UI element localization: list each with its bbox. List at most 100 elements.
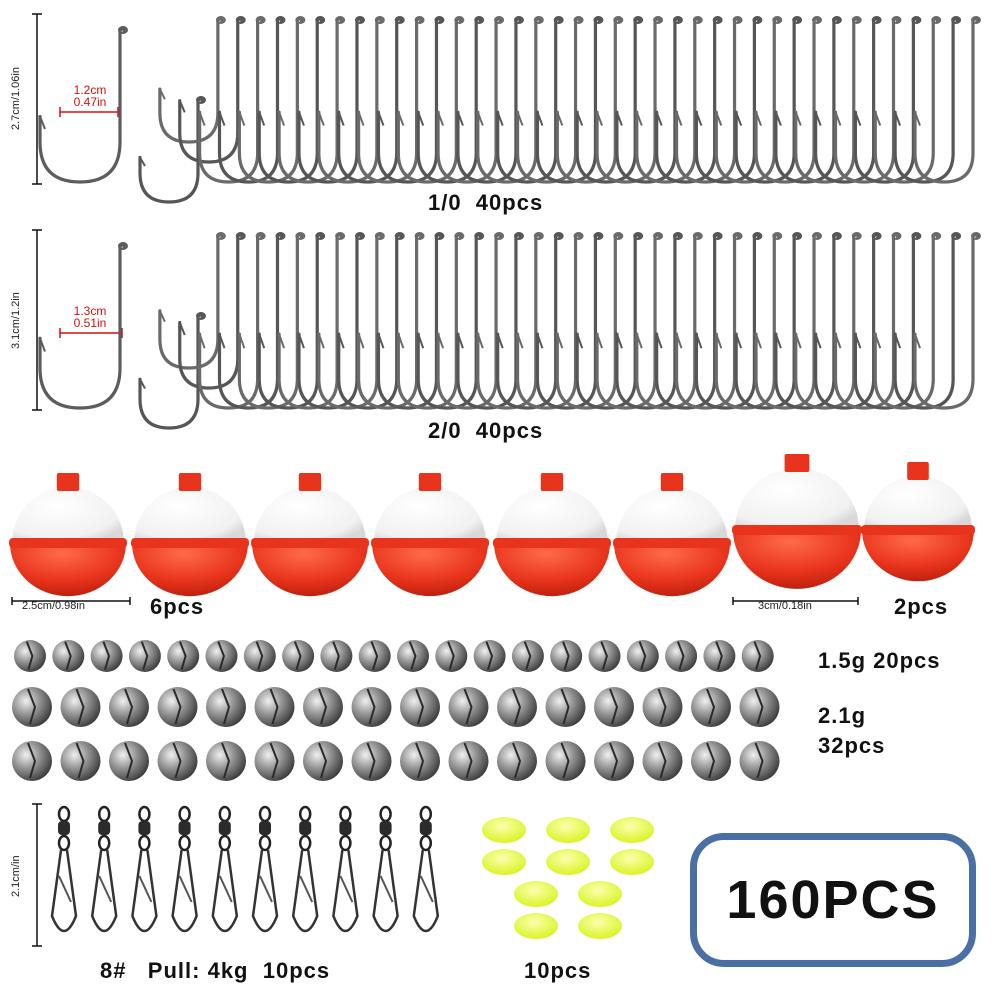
hooks-1-0-row-hook — [853, 16, 920, 184]
hook-1-0-gap-cm: 1.2cm — [73, 83, 107, 97]
float-large-size-label: 3cm/0.18in — [758, 600, 812, 612]
hook-2-0-height-dim — [32, 229, 42, 411]
sinker-small — [435, 640, 468, 672]
sinker-small — [665, 640, 698, 672]
hooks-1-0-row-hook — [257, 16, 324, 184]
swivel-height-dim — [32, 803, 42, 947]
hooks-1-0-row-hook — [277, 16, 344, 184]
swivel-label: 8# Pull: 4kg 10pcs — [100, 958, 331, 983]
float-small — [371, 473, 489, 597]
sinker-large — [691, 741, 731, 781]
hooks-2-0-row-hook — [595, 232, 662, 410]
hooks-1-0-row-hook — [734, 16, 801, 184]
sinker-large — [157, 741, 198, 781]
hooks-2-0-row-hook — [376, 232, 443, 410]
sinker-large — [109, 741, 149, 781]
hook-2-0-gap-cm: 1.3cm — [73, 304, 107, 318]
hook-2-0-height-label: 3.1cm/1.2in — [10, 292, 22, 350]
hooks-1-0-row-hook — [814, 16, 880, 184]
sinker-large — [303, 741, 343, 781]
sinker-large — [254, 741, 295, 781]
hooks-2-0-row-hook — [535, 232, 602, 410]
hooks-1-0-row-hook — [674, 16, 741, 184]
hook-2-0-gap-dim — [59, 328, 123, 338]
hooks-2-0-row-hook — [456, 232, 523, 410]
sinker-large — [351, 741, 392, 781]
hooks-2-0-row-hook — [396, 232, 463, 410]
sinker-small — [128, 640, 161, 672]
hooks-2-0-row-hook — [893, 232, 960, 410]
sinker-large — [545, 741, 586, 781]
float-large — [861, 462, 975, 582]
sinker-large — [109, 687, 149, 727]
hooks-1-0-row-hook — [794, 16, 860, 184]
float-large-size-dim — [732, 597, 859, 605]
hooks-1-0-row — [38, 16, 981, 204]
hooks-2-0-row-hook — [496, 232, 562, 410]
hooks-2-0-row-hook — [575, 232, 642, 410]
total-count-text: 160PCS — [726, 870, 940, 930]
hooks-2-0-row-hook — [615, 232, 682, 410]
hooks-2-0-row-hook — [158, 232, 224, 370]
hooks-2-0-row-hook — [356, 232, 423, 410]
hook-1-0-gap-in: 0.47in — [73, 95, 107, 109]
hooks-2-0-row-hook — [635, 232, 701, 410]
swivel — [131, 805, 158, 933]
hooks-2-0-row-hook — [794, 232, 860, 410]
swivel — [50, 805, 78, 933]
hook-1-0-height-dim — [32, 13, 42, 185]
hooks-1-0-row-hook — [913, 16, 980, 184]
glow-bead — [610, 817, 654, 843]
swivel — [412, 805, 440, 933]
glow-bead — [482, 817, 526, 843]
sinker-small-label: 1.5g 20pcs — [818, 648, 941, 673]
swivel — [251, 805, 279, 933]
sinker-small — [626, 640, 659, 672]
total-count-badge: 160PCS — [690, 833, 976, 967]
sinker-large — [691, 687, 731, 727]
float-small — [251, 473, 369, 597]
hooks-1-0-row-hook — [158, 16, 224, 144]
hooks-1-0-row-hook — [337, 16, 403, 184]
glow-bead — [546, 849, 590, 875]
hooks-2-0-row-hook — [853, 232, 920, 410]
sinker-small — [320, 640, 353, 672]
hooks-1-0-row-hook — [873, 16, 940, 184]
hook-2-0-gap-in: 0.51in — [73, 316, 107, 330]
hooks-1-0-row-hook — [714, 16, 781, 184]
sinker-large — [739, 741, 780, 781]
hooks-2-0-row-hook — [198, 232, 264, 410]
sinker-large — [642, 687, 683, 727]
hooks-2-0-row-hook — [178, 232, 244, 390]
hooks-2-0-row-hook — [476, 232, 542, 410]
float-large — [732, 454, 862, 589]
hooks-2-0-row-hook — [655, 232, 721, 410]
hooks-1-0-row-hook — [694, 16, 761, 184]
hook-2-0-label: 2/0 40pcs — [428, 418, 544, 443]
sinker-large-label-count: 32pcs — [818, 733, 886, 758]
sinker-large — [594, 687, 634, 727]
sinker-large — [400, 741, 440, 781]
hooks-2-0-row-hook — [217, 232, 284, 410]
sinker-small — [167, 640, 200, 672]
hooks-2-0-row-hook — [555, 232, 622, 410]
sinker-large — [642, 741, 683, 781]
hooks-2-0-row-hook — [873, 232, 940, 410]
hooks-1-0-row-hook — [774, 16, 840, 184]
float-small-size-label: 2.5cm/0.98in — [22, 600, 85, 612]
hooks-2-0-row-reference-hook — [38, 242, 127, 410]
hook-1-0-label: 1/0 40pcs — [428, 190, 544, 215]
hooks-2-0-row — [38, 232, 981, 430]
sinker-large — [400, 687, 440, 727]
hooks-2-0-row-hook — [257, 232, 324, 410]
hooks-1-0-row-hook — [416, 16, 483, 184]
hooks-1-0-row-hook — [138, 96, 205, 204]
hook-1-0-gap-dim — [59, 107, 119, 117]
hooks-1-0-row-hook — [376, 16, 443, 184]
hooks-1-0-row-hook — [893, 16, 960, 184]
sinker-large — [157, 687, 198, 727]
sinker-small — [588, 640, 621, 672]
hooks-1-0-row-hook — [297, 16, 364, 184]
hooks-1-0-row-hook — [396, 16, 463, 184]
hooks-2-0-row-hook — [833, 232, 900, 410]
